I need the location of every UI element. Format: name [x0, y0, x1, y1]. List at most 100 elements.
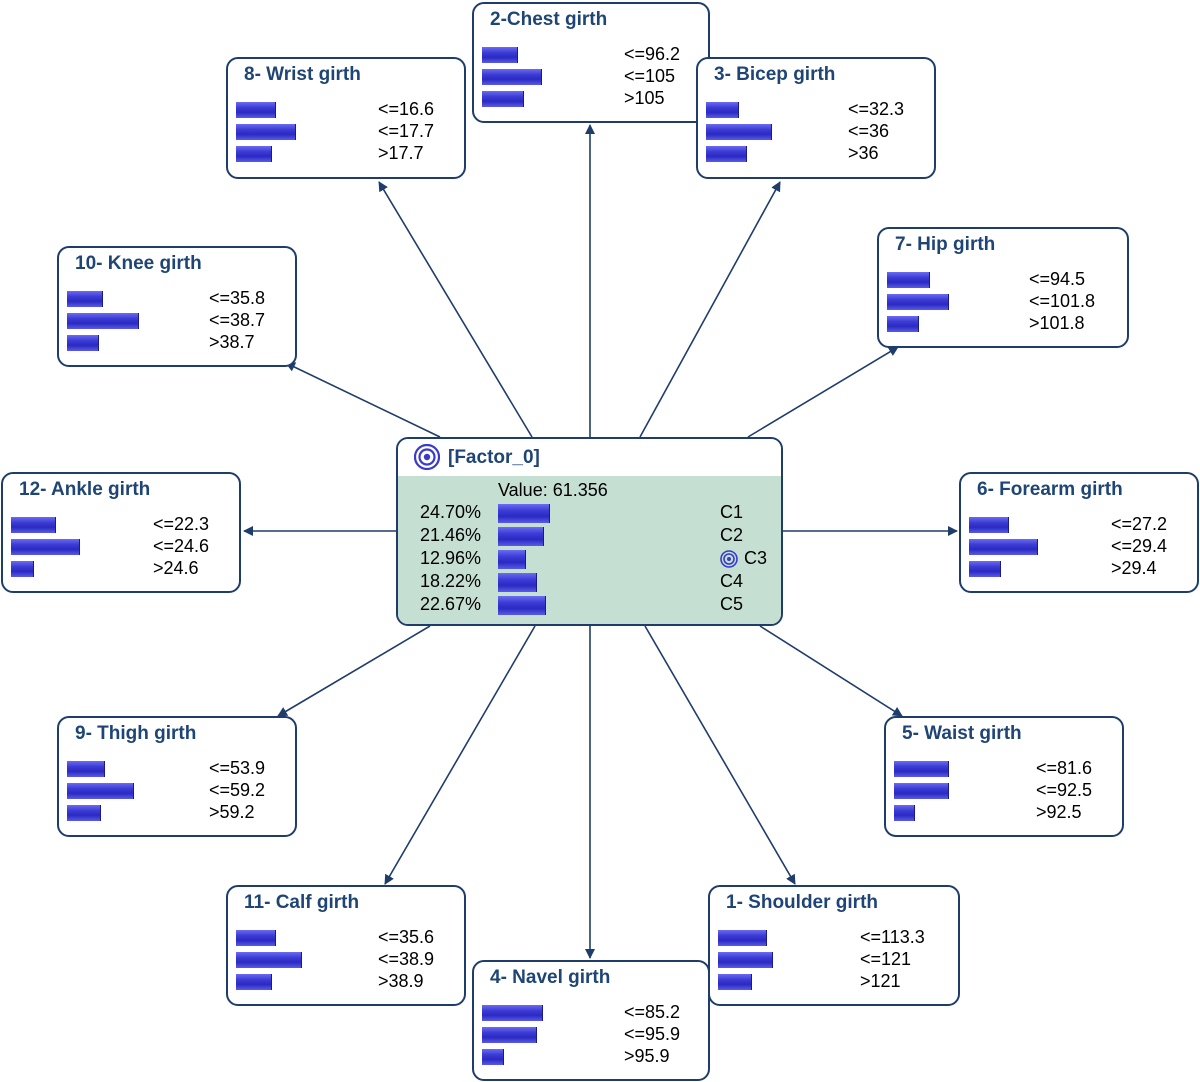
- state-bar: [718, 930, 767, 946]
- state-bar: [67, 805, 101, 821]
- state-bar: [482, 1027, 537, 1043]
- state-label: <=29.4: [1111, 536, 1168, 556]
- state-bar: [11, 517, 56, 533]
- factor-title: [Factor_0]: [448, 447, 540, 468]
- node-title: 8- Wrist girth: [244, 64, 361, 85]
- state-label: <=101.8: [1029, 291, 1096, 311]
- factor-state-bar: [498, 573, 537, 592]
- selected-target-icon: [720, 550, 738, 568]
- state-label: <=85.2: [624, 1002, 681, 1022]
- node-ankle[interactable]: 12- Ankle girth<=22.3<=24.6>24.6: [1, 472, 241, 593]
- factor-header: [398, 439, 781, 476]
- state-bar: [11, 561, 34, 577]
- state-bar: [67, 783, 134, 799]
- state-label: >92.5: [1036, 802, 1082, 822]
- state-label: <=105: [624, 66, 676, 86]
- node-forearm[interactable]: 6- Forearm girth<=27.2<=29.4>29.4: [959, 472, 1199, 593]
- edge-factor-to-knee: [285, 362, 441, 438]
- state-label: <=95.9: [624, 1024, 681, 1044]
- node-shoulder[interactable]: 1- Shoulder girth <=113.3<=121>121: [708, 885, 960, 1006]
- state-label: <=27.2: [1111, 514, 1168, 534]
- edge-factor-to-shoulder: [644, 625, 796, 885]
- state-bar: [236, 930, 276, 946]
- node-waist[interactable]: 5- Waist girth<=81.6<=92.5>92.5: [884, 716, 1124, 837]
- factor-state-bar: [498, 504, 550, 523]
- node-title: 1- Shoulder girth: [726, 892, 878, 913]
- state-bar: [482, 1049, 504, 1065]
- factor-state-percent: 12.96%: [420, 548, 482, 568]
- node-thigh[interactable]: 9- Thigh girth <=53.9<=59.2>59.2: [57, 716, 297, 837]
- state-label: >121: [860, 971, 901, 991]
- state-bar: [236, 974, 272, 990]
- factor-value: Value: 61.356: [498, 480, 608, 500]
- node-navel[interactable]: 4- Navel girth<=85.2<=95.9>95.9: [472, 960, 710, 1081]
- state-label: <=53.9: [209, 758, 266, 778]
- state-label: >17.7: [378, 143, 424, 163]
- state-label: <=121: [860, 949, 912, 969]
- factor-state-bar: [498, 550, 526, 569]
- state-bar: [969, 539, 1038, 555]
- node-wrist[interactable]: 8- Wrist girth<=16.6<=17.7>17.7: [226, 57, 466, 179]
- node-hip[interactable]: 7- Hip girth<=94.5<=101.8>101.8: [877, 227, 1129, 348]
- state-label: >95.9: [624, 1046, 670, 1066]
- state-bar: [706, 102, 739, 118]
- factor-body: [398, 476, 781, 624]
- state-label: <=59.2: [209, 780, 266, 800]
- factor-state-percent: 21.46%: [420, 525, 482, 545]
- state-label: >105: [624, 88, 665, 108]
- node-calf[interactable]: 11- Calf girth<=35.6<=38.9>38.9: [226, 885, 466, 1006]
- node-title: 2-Chest girth: [490, 9, 608, 30]
- edge-factor-to-wrist: [378, 181, 533, 438]
- state-bar: [969, 517, 1009, 533]
- state-label: <=92.5: [1036, 780, 1093, 800]
- target-icon: [414, 444, 440, 470]
- node-knee[interactable]: 10- Knee girth<=35.8<=38.7>38.7: [57, 246, 297, 367]
- state-bar: [236, 124, 296, 140]
- state-label: <=32.3: [848, 99, 905, 119]
- state-bar: [706, 124, 772, 140]
- node-title: 7- Hip girth: [895, 234, 996, 255]
- state-bar: [718, 974, 752, 990]
- node-title: 11- Calf girth: [244, 892, 360, 913]
- edge-factor-to-hip: [747, 346, 899, 438]
- state-label: <=17.7: [378, 121, 435, 141]
- node-title: 3- Bicep girth: [714, 64, 836, 85]
- state-bar: [482, 47, 518, 63]
- node-title: 9- Thigh girth: [75, 723, 197, 744]
- state-label: <=38.7: [209, 310, 266, 330]
- node-chest[interactable]: 2-Chest girth <=96.2<=105>105: [472, 2, 710, 123]
- state-label: <=24.6: [153, 536, 210, 556]
- state-label: >38.7: [209, 332, 255, 352]
- state-bar: [482, 1005, 543, 1021]
- state-label: >59.2: [209, 802, 255, 822]
- edge-factor-to-thigh: [277, 625, 431, 717]
- node-title: 12- Ankle girth: [19, 479, 151, 500]
- factor-state-percent: 22.67%: [420, 594, 482, 614]
- state-label: >101.8: [1029, 313, 1085, 333]
- factor-state-percent: 18.22%: [420, 571, 482, 591]
- node-title: 6- Forearm girth: [977, 479, 1123, 500]
- node-bicep[interactable]: 3- Bicep girth<=32.3<=36>36: [696, 57, 936, 179]
- edge-factor-to-bicep: [639, 181, 781, 438]
- state-bar: [894, 783, 949, 799]
- state-bar: [969, 561, 1001, 577]
- state-bar: [11, 539, 80, 555]
- state-bar: [887, 294, 949, 310]
- state-label: <=113.3: [860, 927, 925, 947]
- state-label: <=96.2: [624, 44, 681, 64]
- state-bar: [67, 313, 139, 329]
- factor-state-bar: [498, 596, 546, 615]
- state-bar: [67, 761, 105, 777]
- state-bar: [236, 102, 276, 118]
- state-label: >38.9: [378, 971, 424, 991]
- factor-state-percent: 24.70%: [420, 502, 482, 522]
- state-label: <=35.6: [378, 927, 435, 947]
- state-label: <=22.3: [153, 514, 210, 534]
- state-label: <=36: [848, 121, 890, 141]
- factor-state-label: C3: [744, 548, 768, 568]
- factor-state-label: C4: [720, 571, 744, 591]
- node-title: 10- Knee girth: [75, 253, 202, 274]
- edge-factor-to-calf: [384, 625, 536, 885]
